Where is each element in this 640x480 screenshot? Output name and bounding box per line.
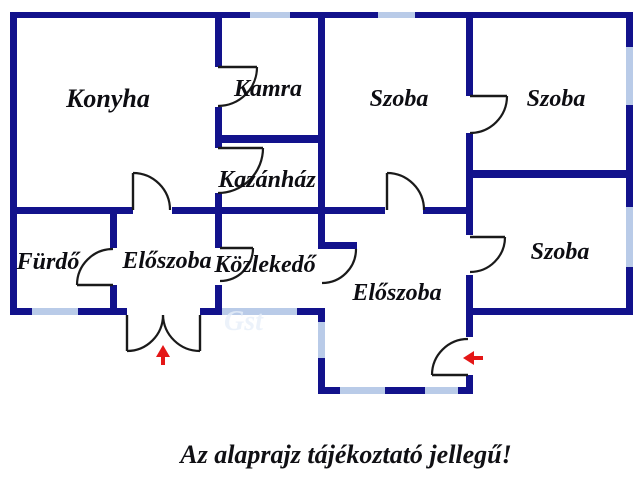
door-swing-arc (217, 66, 259, 108)
room-label-szoba-kozepso: Szoba (370, 86, 429, 112)
door-swing-arc (126, 314, 165, 353)
wall-segment (215, 135, 325, 143)
door-swing-arc (321, 248, 358, 285)
window (626, 207, 633, 267)
watermark-text: Gst (224, 306, 264, 337)
door-swing-arc (469, 95, 509, 135)
room-label-kazanhaz: Kazánház (217, 167, 316, 193)
wall-segment (318, 308, 325, 322)
window (626, 47, 633, 105)
wall-segment (473, 170, 633, 178)
wall-segment (200, 308, 222, 315)
door-swing-arc (75, 247, 114, 286)
wall-segment (10, 12, 17, 315)
wall-segment (10, 207, 133, 214)
room-label-szoba-jobb-felso: Szoba (527, 86, 586, 112)
wall-segment (423, 207, 466, 214)
door-swing-arc (386, 171, 426, 211)
wall-segment (626, 12, 633, 315)
wall-segment (466, 133, 473, 235)
room-label-kozlekedo: Közlekedő (213, 252, 317, 278)
wall-segment (318, 242, 357, 249)
window (318, 322, 325, 358)
room-label-kamra: Kamra (233, 76, 302, 102)
wall-segment (466, 375, 473, 394)
wall-segment (318, 358, 325, 394)
window (425, 387, 458, 394)
wall-segment (215, 18, 222, 67)
room-label-eloszoba-bal: Előszoba (121, 248, 211, 274)
window (32, 308, 78, 315)
window (222, 308, 297, 315)
wall-segment (318, 387, 340, 394)
room-label-eloszoba-jobb: Előszoba (351, 280, 441, 306)
wall-segment (385, 387, 425, 394)
door-swing-arc (219, 247, 255, 283)
wall-segment (215, 193, 222, 248)
wall-segment (110, 285, 117, 308)
wall-segment (78, 308, 127, 315)
window (378, 12, 415, 18)
door-swing-arc (132, 171, 172, 211)
wall-segment (10, 308, 32, 315)
wall-segment (215, 107, 222, 148)
door-swing-arc (430, 337, 469, 376)
window (340, 387, 385, 394)
room-label-furdo: Fürdő (16, 249, 82, 275)
door-swing-arc (217, 147, 265, 195)
entrance-arrow-left-head-icon (463, 351, 474, 365)
wall-segment (318, 18, 325, 243)
room-label-szoba-jobb-also: Szoba (531, 239, 590, 265)
window (250, 12, 290, 18)
wall-segment (466, 18, 473, 96)
wall-segment (458, 387, 472, 394)
wall-segment (172, 207, 318, 214)
wall-segment (110, 214, 117, 248)
wall-segment (297, 308, 325, 315)
wall-segment (466, 308, 633, 315)
wall-segment (215, 285, 222, 308)
door-swing-arc (469, 236, 507, 274)
door-swing-arc (161, 314, 201, 353)
room-label-konyha: Konyha (65, 84, 150, 113)
wall-segment (325, 207, 385, 214)
wall-segment (10, 12, 633, 18)
entrance-arrow-up-head-icon (156, 345, 170, 357)
caption: Az alaprajz tájékoztató jellegű! (180, 440, 512, 469)
wall-segment (466, 275, 473, 337)
